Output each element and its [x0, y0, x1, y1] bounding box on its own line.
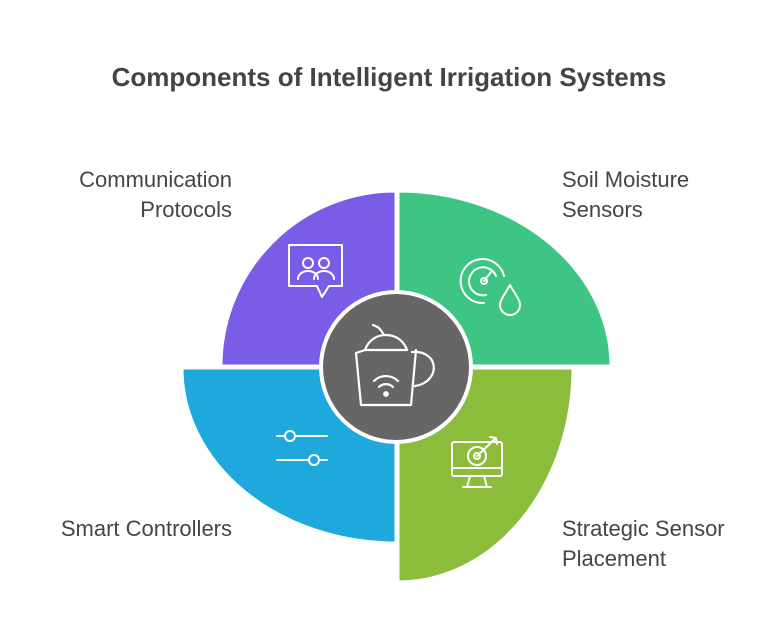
- label-communication-protocols: Communication Protocols: [79, 167, 232, 222]
- diagram-title: Components of Intelligent Irrigation Sys…: [111, 62, 667, 92]
- center-hub: [319, 290, 473, 444]
- chat-people-icon: [288, 244, 343, 298]
- label-soil-moisture-sensors: Soil Moisture Sensors: [562, 167, 690, 222]
- gauge-droplet-icon: [459, 258, 521, 316]
- smart-kettle-icon: [354, 323, 435, 407]
- monitor-target-icon: [451, 436, 503, 488]
- label-strategic-sensor-placement: Strategic Sensor Placement: [562, 516, 725, 571]
- sliders-icon: [276, 430, 328, 466]
- label-smart-controllers: Smart Controllers: [60, 516, 232, 541]
